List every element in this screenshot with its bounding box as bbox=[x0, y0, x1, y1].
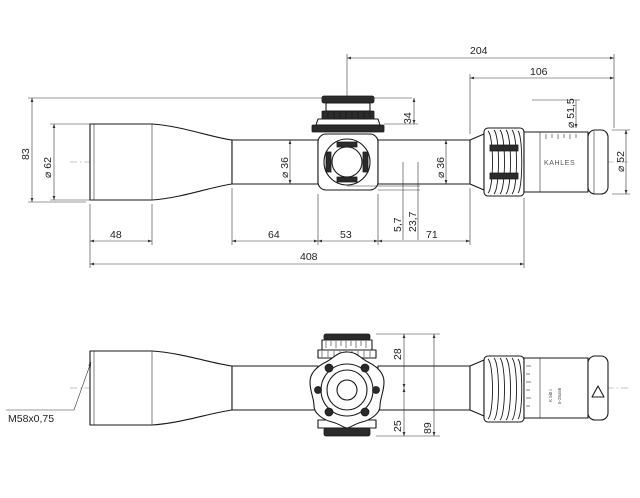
dim-5-7: 5,7 bbox=[392, 217, 404, 232]
dim-64: 64 bbox=[268, 229, 280, 241]
dim-71: 71 bbox=[426, 229, 438, 241]
dim-rear-tube-diameter: ⌀ 36 bbox=[435, 157, 447, 178]
dim-ring-diameter: ⌀ 51,5 bbox=[565, 98, 577, 128]
turret-saddle-top bbox=[311, 95, 385, 191]
dim-28: 28 bbox=[392, 348, 404, 360]
dim-106: 106 bbox=[530, 66, 548, 78]
magnification-ring-top bbox=[483, 127, 525, 197]
dim-25: 25 bbox=[392, 420, 404, 432]
dim-408: 408 bbox=[300, 251, 318, 263]
magnification-ring-side bbox=[483, 355, 525, 423]
dim-eyepiece-diameter: ⌀ 52 bbox=[615, 151, 627, 172]
dim-48: 48 bbox=[110, 229, 122, 241]
dim-83: 83 bbox=[20, 148, 32, 160]
thread-label: M58x0,75 bbox=[8, 413, 54, 425]
eyepiece-top: KAHLES bbox=[523, 129, 609, 195]
front-tube-side bbox=[231, 365, 319, 411]
side-turret-rosette bbox=[309, 351, 385, 429]
objective-bell-side bbox=[89, 350, 233, 426]
front-tube-top bbox=[231, 139, 319, 185]
dim-204: 204 bbox=[470, 45, 488, 57]
brand-text: KAHLES bbox=[544, 160, 575, 167]
eyepiece-side: K 5i0 i 5-25x56 bbox=[523, 355, 609, 421]
dim-89: 89 bbox=[422, 422, 434, 434]
side-view: K 5i0 i 5-25x56 M58x0,75 28 25 89 bbox=[6, 333, 630, 437]
dim-front-tube-diameter: ⌀ 36 bbox=[279, 157, 291, 178]
dim-objective-diameter: ⌀ 62 bbox=[42, 157, 54, 178]
top-view: KAHLES 204 106 83 ⌀ 62 ⌀ 36 34 bbox=[20, 45, 630, 268]
eyepiece-triangle-mark bbox=[591, 385, 605, 398]
rear-tube-top bbox=[377, 139, 471, 185]
dim-53: 53 bbox=[340, 229, 352, 241]
dim-34: 34 bbox=[402, 112, 414, 124]
side-knob-top bbox=[323, 138, 371, 186]
objective-bell-top bbox=[89, 123, 233, 201]
rear-tube-side bbox=[377, 365, 471, 411]
model-mark: K 5i0 i bbox=[548, 389, 553, 402]
dim-23-7: 23,7 bbox=[407, 211, 419, 232]
range-mark: 5-25x56 bbox=[557, 387, 562, 404]
